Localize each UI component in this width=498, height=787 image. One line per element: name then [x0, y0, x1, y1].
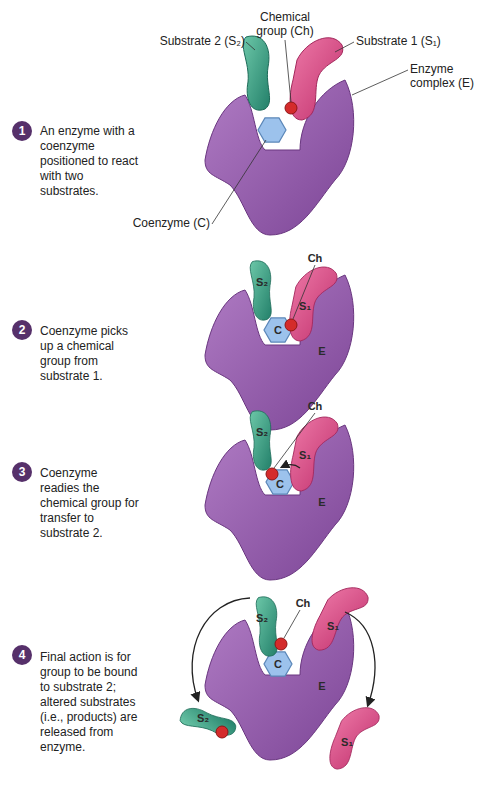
step-description: Coenzyme picks up a chemical group from …	[40, 324, 140, 384]
substrate-one-shape	[291, 417, 338, 491]
step-number: 3	[19, 465, 26, 479]
callout-label: Enzyme complex (E)	[410, 62, 490, 90]
transfer-arrow	[282, 465, 300, 468]
panel-one-art	[205, 36, 408, 235]
panel-three-art	[205, 411, 354, 580]
part-label: S₂	[188, 712, 218, 724]
substrate-one-shape	[290, 38, 343, 120]
part-label: S₁	[332, 736, 362, 748]
part-label: Ch	[300, 252, 330, 264]
release-arrow	[192, 598, 250, 700]
part-label: Ch	[288, 597, 318, 609]
enzyme-shape	[205, 275, 354, 430]
step-description: An enzyme with a coenzyme positioned to …	[40, 124, 140, 199]
step-circle: 1	[12, 121, 32, 141]
step-description: Coenzyme readies the chemical group for …	[40, 466, 140, 541]
part-label: Ch	[300, 400, 330, 412]
panel-two-art	[205, 261, 354, 430]
part-label: S₂	[247, 612, 277, 624]
step-circle: 4	[12, 645, 32, 665]
part-label: E	[307, 496, 337, 508]
step-number: 2	[19, 323, 26, 337]
released-substrate-one	[328, 703, 381, 775]
part-label: E	[307, 680, 337, 692]
part-label: S₁	[290, 300, 320, 312]
part-label: S₁	[318, 620, 348, 632]
step-number: 4	[19, 648, 26, 662]
release-arrow	[345, 612, 375, 705]
substrate-two-shape	[243, 36, 269, 110]
part-label: S₁	[290, 449, 320, 461]
chemical-group-dot	[285, 319, 297, 331]
chemical-group-dot	[285, 102, 297, 114]
substrate-two-shape	[250, 261, 271, 320]
step-description: Final action is for group to be bound to…	[40, 650, 140, 755]
enzyme-shape	[205, 605, 354, 760]
leader-lines	[212, 40, 408, 224]
substrate-two-shape	[256, 597, 277, 656]
substrate-two-shape	[250, 411, 271, 470]
part-label: S₂	[247, 276, 277, 288]
callout-label: Coenzyme (C)	[120, 216, 210, 230]
part-label: S₂	[247, 426, 277, 438]
enzyme-shape	[205, 80, 354, 235]
step-circle: 3	[12, 462, 32, 482]
leader-line	[284, 610, 300, 638]
substrate-one-shape	[309, 580, 370, 659]
part-label: C	[263, 658, 293, 670]
chemical-group-dot	[275, 638, 287, 650]
callout-label: Substrate 2 (S₂)	[135, 34, 245, 48]
step-number: 1	[19, 124, 26, 138]
released-substrate-two	[179, 704, 238, 742]
step-circle: 2	[12, 320, 32, 340]
callout-label: Substrate 1 (S₁)	[356, 34, 466, 48]
chemical-group-dot	[216, 726, 228, 738]
enzyme-shape	[205, 425, 354, 580]
substrate-one-shape	[290, 267, 337, 341]
callout-label: Chemical group (Ch)	[250, 10, 320, 38]
panel-four-art	[179, 580, 381, 775]
coenzyme-shape	[258, 118, 286, 142]
part-label: E	[307, 345, 337, 357]
part-label: C	[263, 324, 293, 336]
part-label: C	[265, 478, 295, 490]
